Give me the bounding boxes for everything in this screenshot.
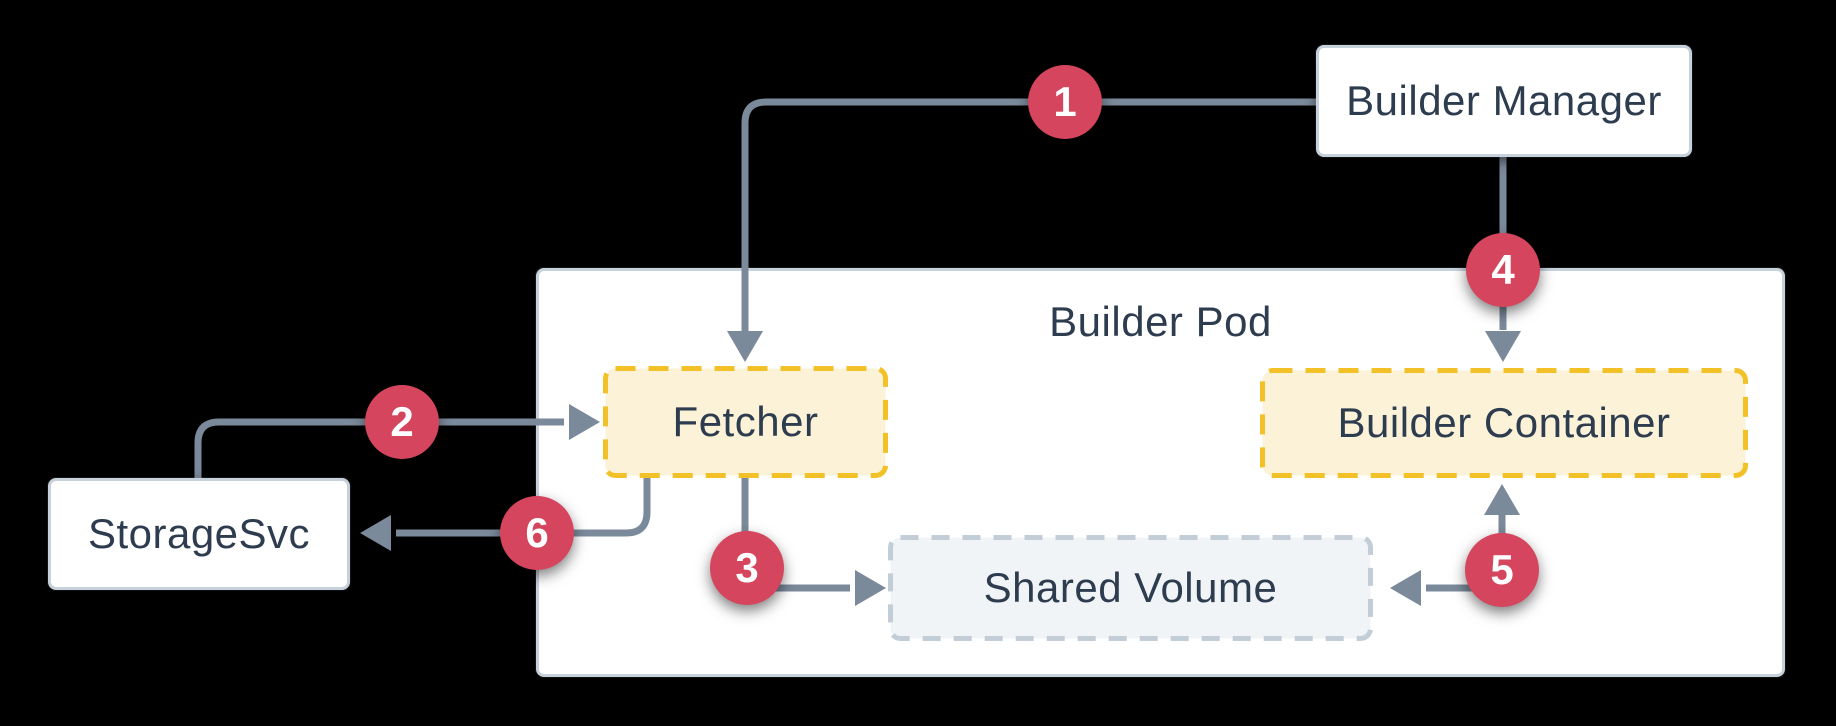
edge-step-2 — [194, 418, 564, 480]
step-badge-5-number: 5 — [1490, 546, 1514, 593]
step-badge-2: 2 — [365, 385, 439, 459]
arrowhead-step-6 — [360, 515, 391, 551]
node-builder-manager: Builder Manager — [1316, 45, 1692, 157]
edge-step-6 — [396, 476, 651, 537]
shared-volume-box-outline — [888, 535, 1373, 641]
node-storage-svc: StorageSvc — [48, 478, 350, 590]
step-badge-2-number: 2 — [390, 398, 414, 445]
step-badge-4: 4 — [1466, 233, 1540, 307]
step-badge-3-number: 3 — [735, 544, 759, 591]
shared-volume-label: Shared Volume — [983, 564, 1278, 611]
arrowhead-step-3 — [855, 570, 886, 606]
step-badge-6: 6 — [500, 496, 574, 570]
node-fetcher: Fetcher — [603, 366, 888, 478]
step-badge-4-number: 4 — [1491, 246, 1515, 293]
node-shared-volume: Shared Volume — [888, 535, 1373, 641]
arrowhead-step-1 — [727, 331, 763, 362]
fetcher-label: Fetcher — [672, 398, 819, 445]
step-badge-6-number: 6 — [525, 509, 549, 556]
builder-container-label: Builder Container — [1337, 399, 1671, 446]
arrowhead-step-2 — [569, 404, 600, 440]
arrowhead-step-5-up — [1484, 484, 1520, 515]
builder-container-box-outline — [1260, 368, 1748, 478]
arrowhead-step-4 — [1485, 331, 1521, 362]
arrowhead-step-5-left — [1390, 570, 1421, 606]
builder-pod-title: Builder Pod — [1049, 298, 1272, 345]
builder-manager-label: Builder Manager — [1346, 77, 1662, 124]
step-badge-1: 1 — [1028, 65, 1102, 139]
node-builder-container: Builder Container — [1260, 368, 1748, 478]
edge-step-1 — [741, 98, 1320, 334]
step-badge-5: 5 — [1465, 533, 1539, 607]
storage-svc-label: StorageSvc — [87, 510, 311, 557]
step-badge-1-number: 1 — [1053, 78, 1077, 125]
fetcher-box-outline — [603, 366, 888, 478]
step-badge-3: 3 — [710, 531, 784, 605]
